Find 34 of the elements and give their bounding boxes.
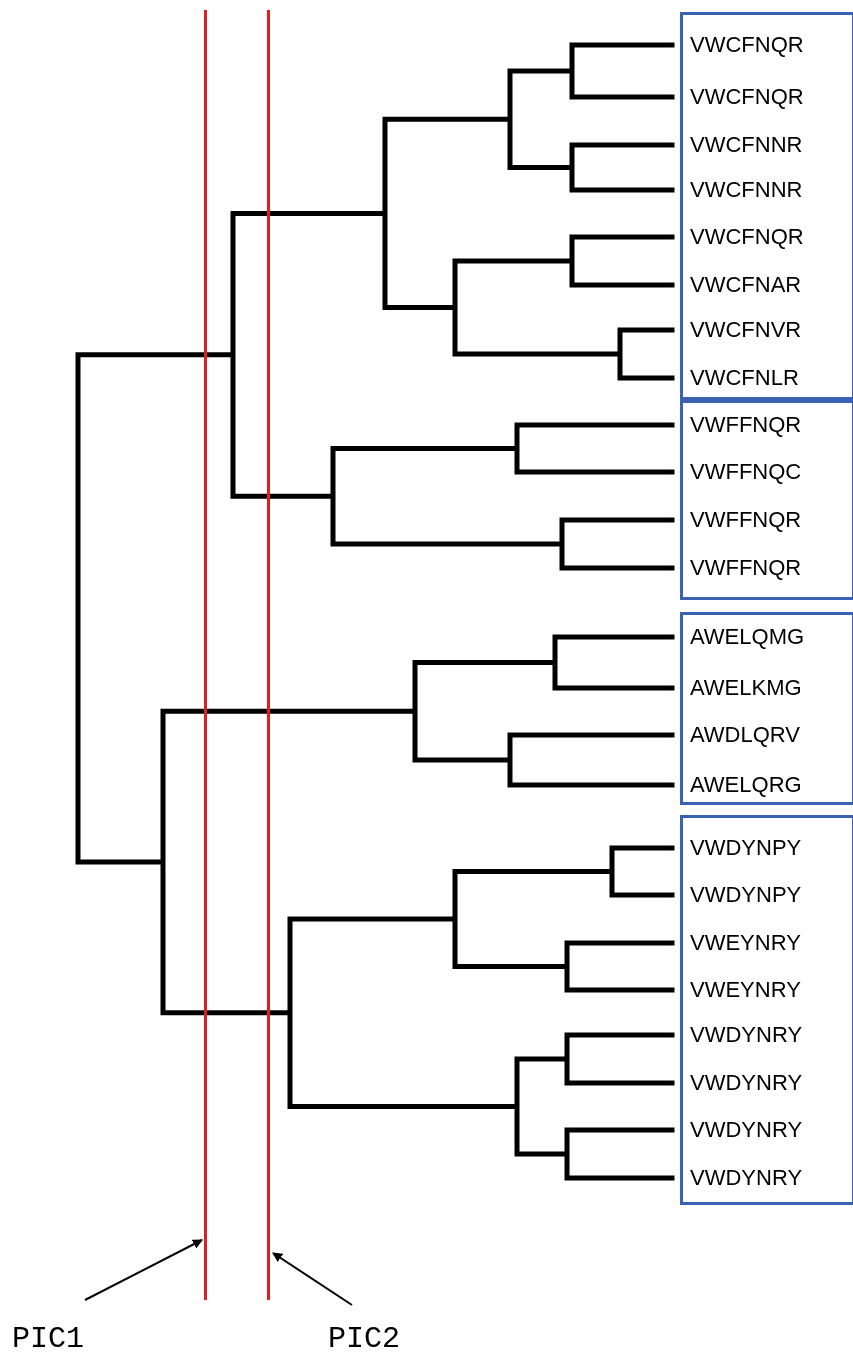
cluster-box [680,12,853,400]
sequence-label: VWDYNRY [690,1117,803,1143]
arrow [84,1239,203,1301]
sequence-label: VWCFNNR [690,132,803,158]
sequence-label: AWDLQRV [690,722,801,748]
sequence-label: VWEYNRY [690,977,801,1003]
sequence-label: AWELKMG [690,675,802,701]
sequence-label: AWELQMG [690,624,805,650]
sequence-label: VWCFNQR [690,84,804,110]
cluster-box [680,815,853,1205]
cut-label: PIC1 [12,1322,84,1356]
sequence-label: VWEYNRY [690,930,801,956]
cut-label: PIC2 [328,1322,400,1356]
sequence-label: VWCFNQR [690,224,804,250]
sequence-label: VWDYNPY [690,882,802,908]
sequence-label: VWFFNQR [690,555,802,581]
cluster-box [680,612,853,805]
arrow [272,1252,353,1306]
sequence-label: VWFFNQC [690,459,802,485]
sequence-label: VWCFNAR [690,272,802,298]
sequence-label: VWCFNVR [690,317,802,343]
sequence-label: VWCFNNR [690,177,803,203]
sequence-label: VWFFNQR [690,507,802,533]
sequence-label: VWFFNQR [690,412,802,438]
sequence-label: VWCFNQR [690,32,804,58]
cut-line [204,10,207,1300]
sequence-label: AWELQRG [690,772,802,798]
cluster-box [680,400,853,600]
sequence-label: VWDYNRY [690,1022,803,1048]
sequence-label: VWDYNRY [690,1165,803,1191]
sequence-label: VWCFNLR [690,365,799,391]
sequence-label: VWDYNRY [690,1070,803,1096]
cut-line [267,10,270,1300]
sequence-label: VWDYNPY [690,835,802,861]
